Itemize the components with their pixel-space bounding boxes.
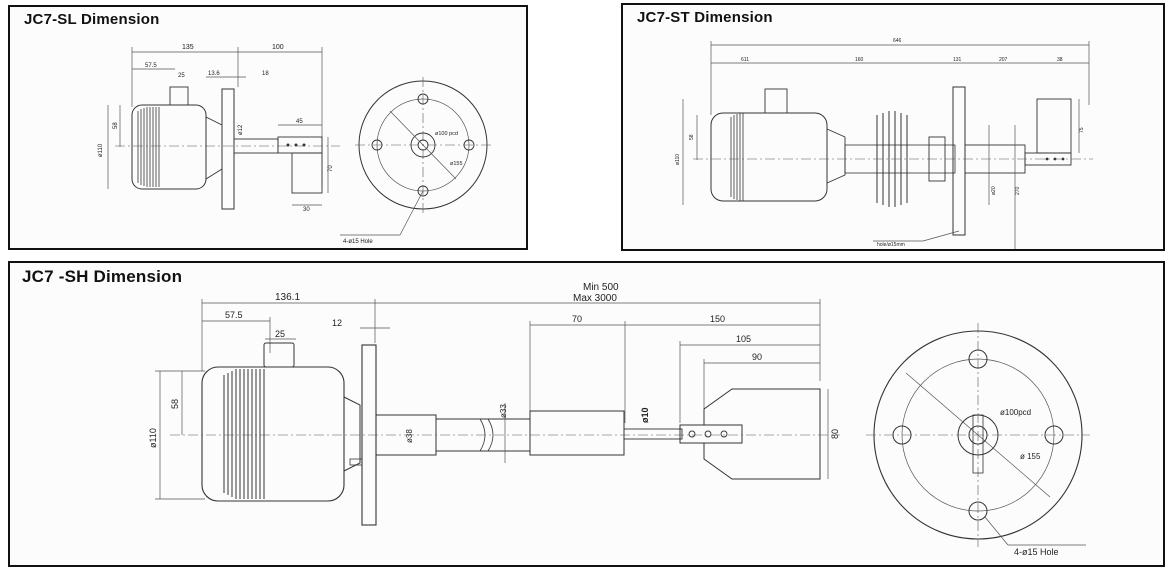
dim-sh-90: 90	[752, 352, 762, 362]
drawing-jc7-sh: Min 500 Max 3000 136.1 57.5 25 12 70 150…	[148, 282, 1090, 557]
dim-sl-100: 100	[272, 44, 284, 51]
dim-sh-10: ø10	[640, 407, 650, 423]
dim-sh-25: 25	[275, 329, 285, 339]
dim-st-c: 131	[953, 57, 962, 63]
dim-st-h: 75	[1079, 127, 1085, 133]
dim-sl-12: ø12	[238, 124, 244, 135]
dim-st-e: 38	[1057, 57, 1063, 63]
hole-label-st: hole/ø15mm	[877, 242, 905, 248]
dim-sl-70: 70	[328, 165, 334, 172]
dim-sl-135: 135	[182, 44, 194, 51]
dim-sh-70: 70	[572, 314, 582, 324]
dim-sl-18: 18	[262, 71, 269, 77]
dim-sh-105: 105	[736, 334, 751, 344]
drawing-jc7-st: 646 611 160 131 207 38 ø110 58	[675, 38, 1093, 249]
panel-title-jc7-sl: JC7-SL Dimension	[24, 11, 160, 28]
dim-sl-155: ø155	[450, 161, 463, 167]
dim-sh-136-1: 136.1	[275, 292, 300, 303]
dim-sh-range-max: Max 3000	[573, 293, 617, 304]
panel-title-jc7-st: JC7-ST Dimension	[637, 9, 773, 26]
panel-title-jc7-sh: JC7 -SH Dimension	[22, 267, 183, 286]
dim-st-b: 160	[855, 57, 864, 63]
dim-st-d: 207	[999, 57, 1008, 63]
dim-sh-38: ø38	[405, 429, 414, 443]
dim-sl-100pcd: ø100 pcd	[435, 131, 458, 137]
dim-sh-110: ø110	[148, 428, 158, 448]
dim-sh-100pcd: ø100pcd	[1000, 408, 1031, 417]
dim-sl-30: 30	[303, 207, 310, 213]
dim-sl-57-5: 57.5	[145, 63, 157, 69]
panel-jc7-sh: JC7 -SH Dimension Min 500 Max 3000 136.1…	[8, 261, 1165, 567]
dim-sl-13-6: 13.6	[208, 71, 220, 77]
hole-label-sl: 4-ø15 Hole	[343, 239, 373, 245]
dim-sh-range-min: Min 500	[583, 282, 619, 293]
dim-sh-12: 12	[332, 318, 342, 328]
dim-sl-45: 45	[296, 119, 303, 125]
dim-st-a: 611	[741, 57, 749, 63]
dim-st-f: ø110	[675, 154, 681, 165]
dim-sh-155: ø 155	[1020, 452, 1041, 461]
dim-st-g: 58	[689, 134, 695, 140]
dim-st-j: 270	[1015, 186, 1021, 195]
panel-jc7-sl: JC7-SL Dimension 135 100 57.5 25 13.6 18…	[8, 5, 528, 250]
dim-st-i: ø20	[991, 186, 997, 195]
dim-sh-80: 80	[830, 429, 840, 439]
dim-sh-58: 58	[170, 399, 180, 409]
dim-st-total: 646	[893, 38, 902, 44]
drawing-jc7-sl: 135 100 57.5 25 13.6 18 ø110 58 ø12	[98, 44, 491, 245]
dim-sl-110: ø110	[98, 143, 104, 157]
hole-label-sh: 4-ø15 Hole	[1014, 547, 1059, 557]
dim-sl-25: 25	[178, 73, 185, 79]
dim-sh-150: 150	[710, 314, 725, 324]
panel-jc7-st: JC7-ST Dimension 646 611 160 131 207 38 …	[621, 3, 1165, 251]
dim-sh-33: ø33	[499, 404, 508, 418]
dim-sl-58: 58	[113, 122, 119, 129]
dim-sh-57-5: 57.5	[225, 310, 243, 320]
